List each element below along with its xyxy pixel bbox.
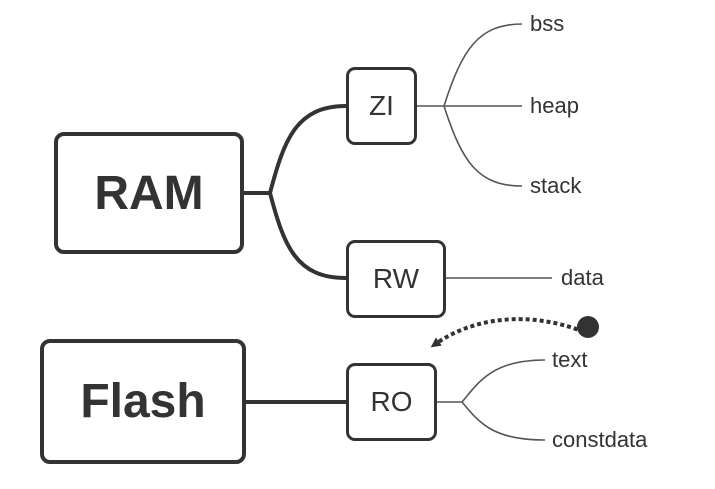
zi-label: ZI xyxy=(369,90,394,121)
zi-leaf-connectors xyxy=(417,23,523,187)
leaf-bss: bss xyxy=(530,11,565,36)
reference-dot xyxy=(577,316,599,338)
leaf-data: data xyxy=(561,265,604,290)
flash-label: Flash xyxy=(80,375,206,428)
leaf-stack: stack xyxy=(530,173,582,198)
leaf-heap: heap xyxy=(530,93,579,118)
rw-node: RW xyxy=(346,240,446,318)
ro-node: RO xyxy=(346,363,437,441)
ram-node: RAM xyxy=(54,132,244,254)
leaf-text: text xyxy=(552,347,588,372)
ro-leaf-connectors xyxy=(437,359,546,441)
flash-node: Flash xyxy=(40,339,246,464)
rw-label: RW xyxy=(372,263,420,294)
ro-label: RO xyxy=(370,386,413,417)
ram-branch-connector xyxy=(242,104,348,280)
leaf-constdata: constdata xyxy=(552,427,648,452)
ram-label: RAM xyxy=(94,166,204,220)
zi-node: ZI xyxy=(346,67,417,145)
reference-arrow xyxy=(430,317,585,348)
